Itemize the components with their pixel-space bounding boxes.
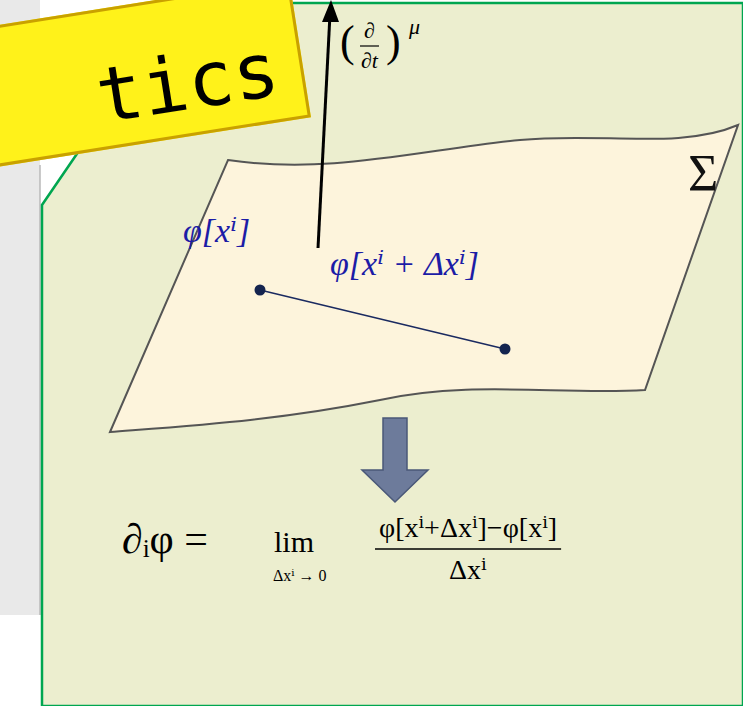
point-dot bbox=[500, 344, 511, 355]
formula-part: φ[xⁱ+Δxⁱ]−φ[xⁱ] bbox=[379, 514, 557, 542]
vector-label: ( bbox=[340, 20, 355, 64]
time-vector-head bbox=[322, 0, 339, 22]
time-vector-shaft bbox=[318, 14, 330, 248]
vector-label: ∂ bbox=[364, 20, 375, 42]
derivative-bar bbox=[360, 45, 379, 46]
field-value-label: φ[xⁱ] bbox=[183, 214, 250, 248]
formula-part: lim bbox=[274, 527, 314, 557]
field-value-label: φ[xⁱ + Δxⁱ] bbox=[330, 247, 479, 281]
surface-symbol: Σ bbox=[688, 148, 718, 200]
vector-label: ) bbox=[386, 20, 401, 64]
vector-label: ∂t bbox=[361, 50, 378, 72]
formula-part: Δxⁱ → 0 bbox=[273, 568, 327, 584]
down-block-arrow bbox=[362, 418, 428, 502]
tag-text: tics bbox=[91, 31, 284, 135]
content-panel bbox=[42, 3, 743, 706]
sheet-shape bbox=[110, 125, 738, 432]
formula-part: ∂ᵢφ = bbox=[122, 518, 208, 560]
fraction-bar bbox=[375, 548, 561, 550]
separation-line bbox=[260, 290, 505, 349]
formula-part: Δxⁱ bbox=[449, 556, 487, 584]
point-dot bbox=[255, 285, 266, 296]
side-panel-edge bbox=[39, 165, 41, 615]
vector-label: μ bbox=[409, 16, 420, 38]
